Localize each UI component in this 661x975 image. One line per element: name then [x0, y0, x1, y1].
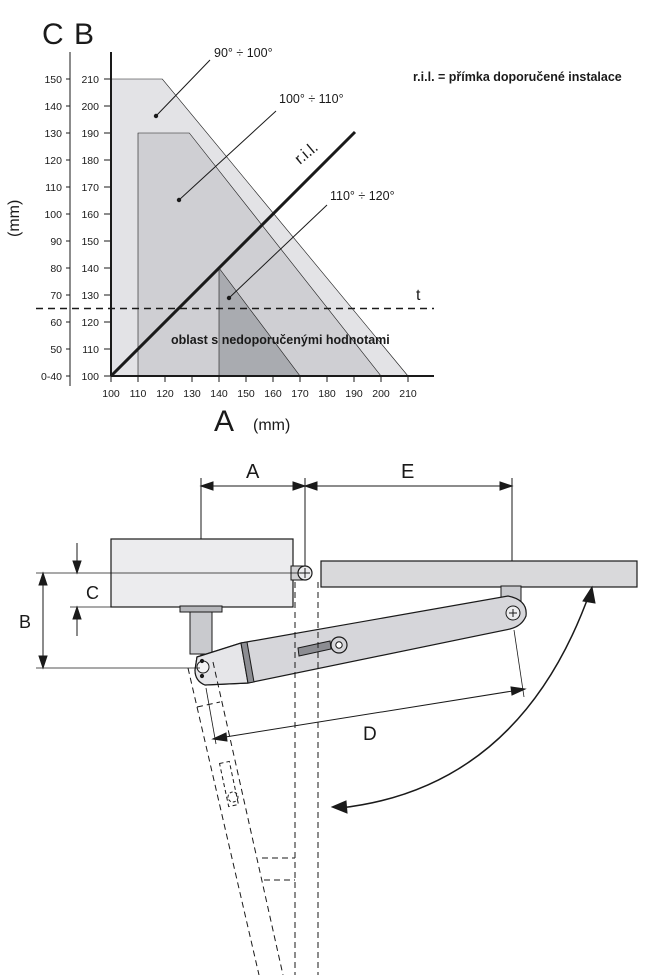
t-label: t: [416, 287, 421, 304]
x-unit-label: (mm): [253, 417, 290, 434]
b-tick-label: 170: [81, 182, 99, 194]
b-tick-label: 210: [81, 74, 99, 86]
ril-label: r.i.l.: [292, 139, 322, 168]
actuator-motor-cap: [194, 642, 249, 686]
c-tick-label: 50: [50, 344, 62, 356]
c-tick-label: 130: [44, 128, 62, 140]
a-tick-label: 150: [237, 388, 255, 400]
callout-100-110: [178, 110, 277, 201]
open-key-dashed: [218, 760, 240, 808]
swing-arc: [339, 591, 591, 809]
dim-a-label: A: [246, 461, 260, 483]
zone-label-100-110: 100° ÷ 110°: [279, 92, 344, 106]
open-arm-dashed: [212, 661, 284, 975]
open-key-head-dashed: [227, 791, 239, 803]
c-tick-label: 70: [50, 290, 62, 302]
c-tick-label: 90: [50, 236, 62, 248]
b-tick-label: 160: [81, 209, 99, 221]
screw: [199, 658, 205, 664]
arrow: [330, 800, 348, 814]
dim-d-ext-right: [513, 629, 525, 698]
arrow: [303, 481, 318, 491]
zone-label-110-120: 110° ÷ 120°: [330, 189, 395, 203]
c-tick-label: 0-40: [41, 371, 62, 383]
a-tick-label: 120: [156, 388, 174, 400]
b-tick-label: 190: [81, 128, 99, 140]
a-tick-label: 100: [102, 388, 120, 400]
a-tick-label: 180: [318, 388, 336, 400]
c-tick-label: 100: [44, 209, 62, 221]
a-tick-label: 140: [210, 388, 228, 400]
dim-c-label: C: [86, 583, 99, 603]
a-tick-label: 200: [372, 388, 390, 400]
b-tick-label: 200: [81, 101, 99, 113]
callout-90-100: [155, 59, 211, 117]
b-tick-label: 110: [82, 344, 99, 356]
c-tick-label: 80: [50, 263, 62, 275]
ril-line: [109, 130, 357, 378]
ril-note: r.i.l. = přímka doporučené instalace: [413, 70, 622, 84]
dot-90-100: [153, 113, 159, 119]
arrow: [72, 560, 82, 575]
b-tick-label: 180: [81, 155, 99, 167]
dim-d-label: D: [363, 724, 377, 745]
a-tick-label: 130: [183, 388, 201, 400]
release-key-icon: [297, 640, 332, 657]
open-arm-dashed: [187, 667, 260, 975]
c-tick-label: 140: [44, 101, 62, 113]
a-tick-label: 110: [130, 388, 147, 400]
gate-panel: [320, 560, 638, 588]
mechanical-drawing: A E B: [19, 461, 638, 975]
arrow: [582, 585, 596, 604]
b-tick-label: 150: [81, 236, 99, 248]
dim-d-ext-left: [205, 687, 217, 745]
dot-110-120: [226, 295, 232, 301]
arrow: [72, 605, 82, 620]
callout-110-120: [228, 204, 328, 299]
b-tick-label: 140: [81, 263, 99, 275]
actuator-dark-band: [240, 641, 255, 684]
release-key-hole: [335, 641, 343, 649]
c-axis-title: C: [42, 18, 64, 51]
arrow: [292, 481, 307, 491]
c-tick-label: 110: [45, 182, 62, 194]
dot-100-110: [176, 197, 182, 203]
b-axis-title: B: [74, 18, 94, 51]
dim-e-label: E: [401, 461, 414, 483]
b-tick-label: 100: [81, 371, 99, 383]
dim-d-line: [212, 688, 526, 740]
a-tick-label: 190: [345, 388, 363, 400]
dim-b-label: B: [19, 612, 31, 632]
not-recommended-label: oblast s nedoporučenými hodnotami: [171, 333, 390, 347]
a-tick-label: 210: [399, 388, 417, 400]
b-tick-label: 120: [81, 317, 99, 329]
motor-bracket: [179, 605, 223, 613]
c-axis-ticks: 150 140 130 120 110 100 90 80 70 60 50 0-40: [41, 74, 70, 383]
a-axis-title: A: [214, 405, 234, 438]
screw: [199, 673, 205, 679]
arrow: [499, 481, 514, 491]
a-tick-label: 170: [291, 388, 309, 400]
arrow: [510, 686, 527, 696]
arrow: [38, 655, 48, 670]
arrow: [211, 732, 228, 742]
b-tick-label: 130: [81, 290, 99, 302]
c-tick-label: 120: [44, 155, 62, 167]
open-arm-dashed: [196, 701, 221, 708]
a-axis-ticks: 100 110 120 130 140 150 160 170 180 190 200 210: [102, 376, 417, 400]
arrow: [38, 571, 48, 586]
b-axis-ticks: 210 200 190 180 170 160 150 140 130 120 110 100: [81, 74, 111, 383]
zone-label-90-100: 90° ÷ 100°: [214, 46, 273, 60]
a-tick-label: 160: [264, 388, 282, 400]
c-tick-label: 60: [50, 317, 62, 329]
c-tick-label: 150: [44, 74, 62, 86]
arrow: [199, 481, 214, 491]
y-unit-label: (mm): [6, 200, 23, 237]
motor-post: [189, 611, 213, 655]
